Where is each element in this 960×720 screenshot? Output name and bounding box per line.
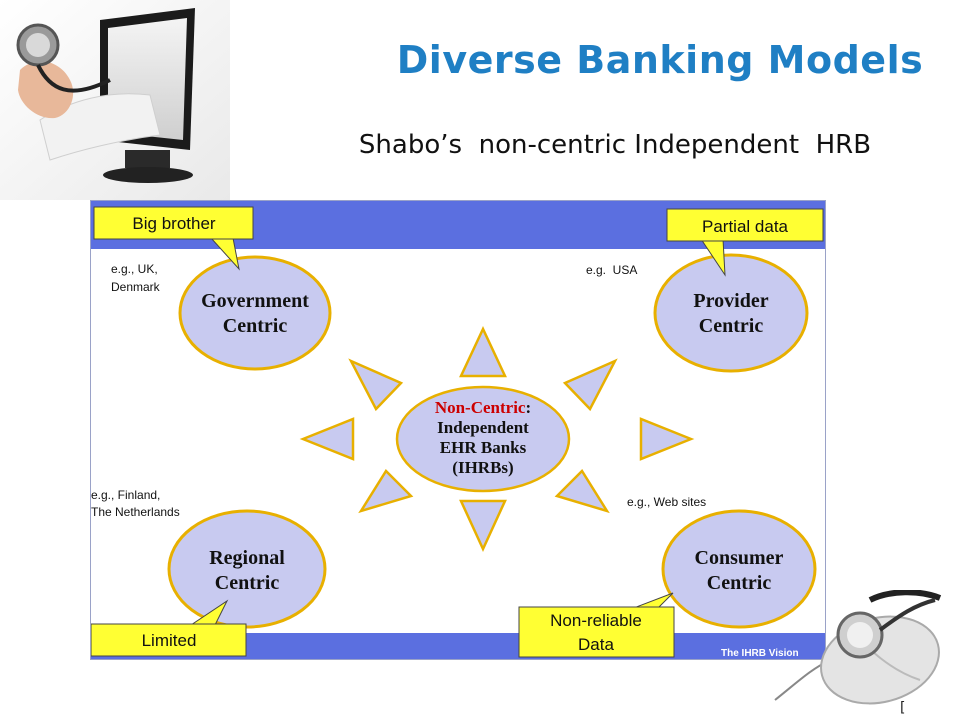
center-colon: : [525, 398, 531, 417]
government-example-1: e.g., UK, [111, 262, 158, 276]
non-reliable-text-1: Non-reliable [550, 611, 642, 630]
government-line2: Centric [223, 315, 288, 337]
ray-right [639, 417, 695, 461]
government-oval [178, 255, 332, 371]
regional-line2: Centric [215, 572, 280, 594]
partial-data-text: Partial data [702, 217, 789, 236]
slide-subtitle: Shabo’s non-centric Independent HRB [358, 130, 872, 160]
government-example-2: Denmark [111, 280, 161, 294]
limited-text: Limited [142, 631, 197, 650]
regional-example-2: The Netherlands [91, 505, 180, 519]
provider-line1: Provider [693, 290, 768, 312]
big-brother-text: Big brother [132, 214, 215, 233]
big-brother-callout [93, 206, 254, 240]
monitor-stethoscope-photo [0, 0, 230, 200]
center-line4: (IHRBs) [452, 458, 513, 477]
consumer-example: e.g., Web sites [627, 495, 706, 509]
center-line3: EHR Banks [440, 438, 527, 457]
provider-oval [653, 253, 809, 373]
government-line1: Government [201, 290, 309, 312]
ray-top [459, 326, 507, 378]
ray-upper-left [348, 358, 404, 412]
consumer-oval [661, 509, 817, 629]
center-line2: Independent [437, 418, 529, 437]
ray-lower-left [358, 469, 414, 514]
sun-rays [299, 326, 695, 553]
ray-left [299, 417, 355, 461]
regional-oval [167, 509, 327, 629]
slide-title: Diverse Banking Models [396, 38, 924, 82]
provider-example: e.g. USA [586, 263, 637, 277]
diagram-canvas: The IHRB Vision Non-Centric: Independent… [91, 201, 825, 659]
regional-example-1: e.g., Finland, [91, 488, 160, 502]
regional-line1: Regional [209, 547, 285, 569]
provider-line2: Centric [699, 315, 764, 337]
mouse-stethoscope-photo [774, 590, 942, 705]
banking-models-diagram: The IHRB Vision Non-Centric: Independent… [90, 200, 826, 660]
center-oval [395, 385, 571, 493]
page-marker: [ [900, 700, 906, 716]
ray-lower-right [554, 469, 610, 514]
non-reliable-text-2: Data [578, 635, 614, 654]
footer-label: The IHRB Vision [721, 648, 799, 659]
center-title: Non-Centric: [435, 398, 531, 417]
center-non-centric: Non-Centric [435, 398, 526, 417]
ray-bottom [459, 499, 507, 553]
consumer-line1: Consumer [695, 547, 784, 569]
ray-upper-right [562, 358, 618, 412]
limited-callout [91, 623, 247, 657]
consumer-line2: Centric [707, 572, 772, 594]
non-reliable-callout [518, 606, 675, 658]
partial-data-callout [666, 208, 824, 242]
